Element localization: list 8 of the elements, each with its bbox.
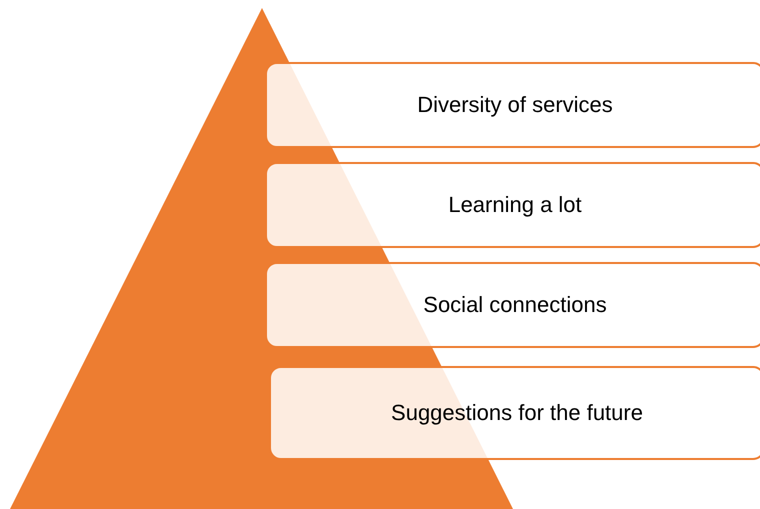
list-box	[265, 62, 760, 148]
list-box	[265, 262, 760, 348]
item-label: Social connections	[423, 292, 607, 318]
list-box	[265, 162, 760, 248]
item-label: Learning a lot	[448, 192, 582, 218]
item-label: Suggestions for the future	[391, 400, 643, 426]
list-box	[269, 366, 760, 460]
item-label: Diversity of services	[417, 92, 613, 118]
